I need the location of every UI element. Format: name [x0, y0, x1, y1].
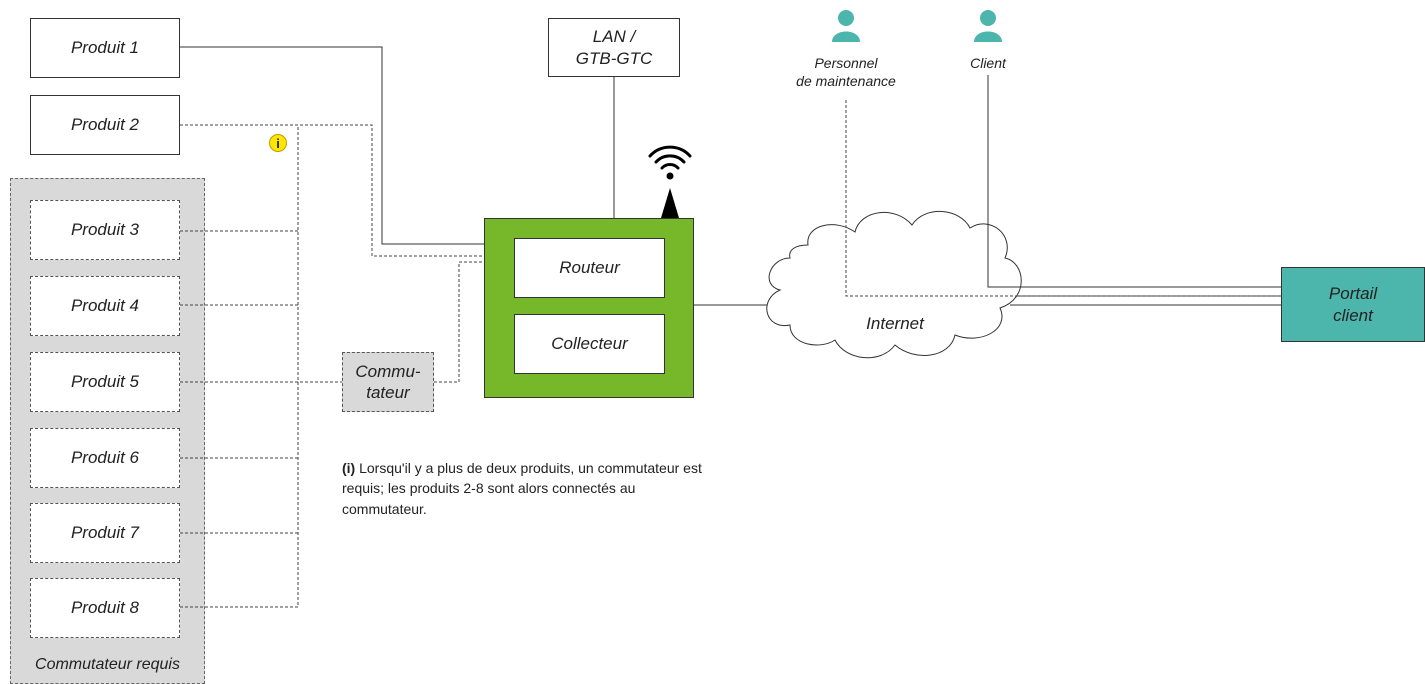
- line-maintenance: [845, 100, 1281, 297]
- product-4-box: Produit 4: [30, 276, 180, 336]
- person-icon: [832, 10, 860, 42]
- product-8-box: Produit 8: [30, 578, 180, 638]
- portal-label: Portail client: [1328, 284, 1378, 325]
- wifi-icon: [648, 145, 692, 170]
- line-produit-1-router: [180, 46, 515, 245]
- info-marker-text: i: [276, 135, 280, 151]
- product-3-box: Produit 3: [30, 200, 180, 260]
- product-5-label: Produit 5: [70, 372, 140, 391]
- switch-box: Commu- tateur: [342, 352, 434, 412]
- product-2-label: Produit 2: [70, 115, 140, 134]
- internet-label: Internet: [866, 314, 924, 333]
- info-note-text: Lorsqu'il y a plus de deux produits, un …: [342, 460, 702, 517]
- product-7-label: Produit 7: [70, 523, 140, 542]
- collector-label: Collecteur: [551, 334, 628, 353]
- cloud-icon: [766, 211, 1022, 359]
- product-7-box: Produit 7: [30, 503, 180, 563]
- person-icon: [974, 10, 1002, 42]
- product-2-box: Produit 2: [30, 95, 180, 155]
- antenna-icon: [661, 172, 679, 218]
- router-label: Routeur: [559, 258, 620, 277]
- product-4-label: Produit 4: [70, 296, 140, 315]
- portal-box: Portail client: [1281, 267, 1425, 342]
- line-bus: [180, 124, 299, 608]
- collector-box: Collecteur: [514, 314, 665, 374]
- product-5-box: Produit 5: [30, 352, 180, 412]
- product-1-label: Produit 1: [70, 38, 140, 57]
- switch-label: Commu- tateur: [355, 361, 421, 402]
- client-label: Client: [970, 55, 1006, 71]
- product-6-label: Produit 6: [70, 448, 140, 467]
- lan-box: LAN / GTB-GTC: [548, 18, 680, 77]
- lan-label: LAN / GTB-GTC: [575, 27, 653, 68]
- router-box: Routeur: [514, 238, 665, 298]
- info-note-prefix: (i): [342, 460, 356, 476]
- line-client: [987, 75, 1281, 288]
- product-1-box: Produit 1: [30, 18, 180, 78]
- product-6-box: Produit 6: [30, 428, 180, 488]
- line-produit-2-router: [180, 124, 515, 257]
- switch-group-label: Commutateur requis: [35, 656, 180, 673]
- info-note: (i) Lorsqu'il y a plus de deux produits,…: [342, 458, 702, 519]
- product-3-label: Produit 3: [70, 220, 140, 239]
- info-icon: i: [269, 134, 287, 152]
- product-8-label: Produit 8: [70, 598, 140, 617]
- maintenance-label: Personnel de maintenance: [796, 55, 896, 89]
